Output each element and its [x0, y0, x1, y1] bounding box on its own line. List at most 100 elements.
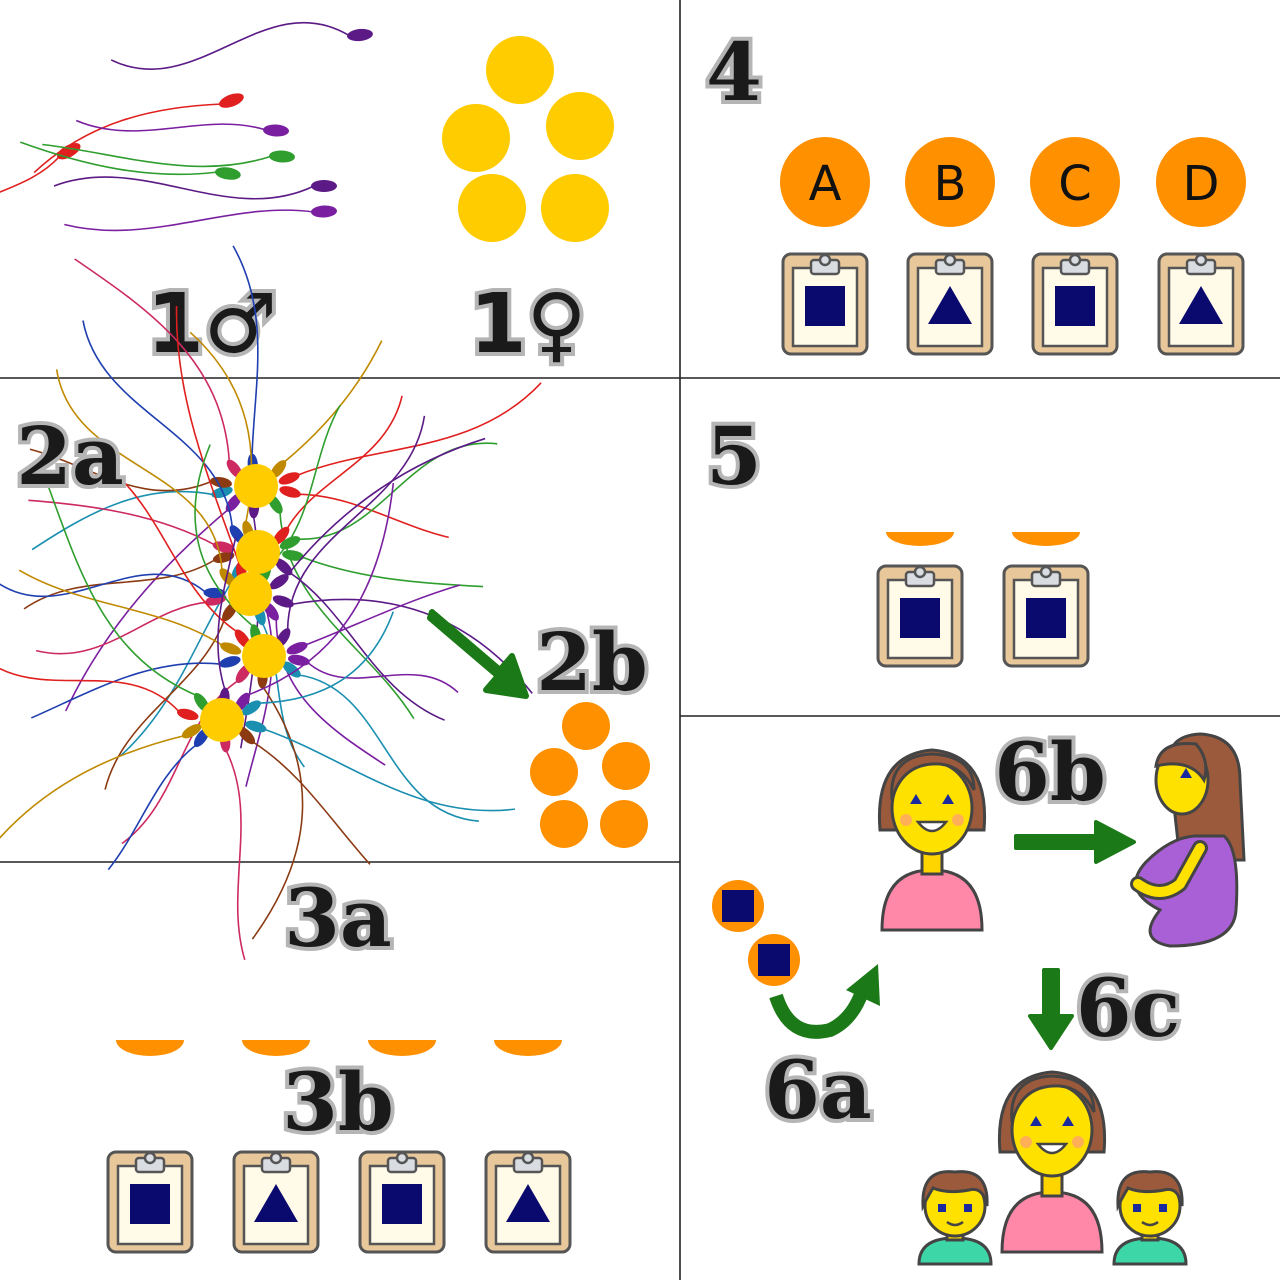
sperm-head: [311, 205, 337, 218]
panel-5: 5: [702, 405, 1090, 668]
sperm-tail: [107, 743, 198, 871]
woman-icon: [997, 1070, 1107, 1254]
fertilized-egg: [228, 572, 272, 616]
embryo: [602, 742, 650, 790]
embryo-letter: A: [809, 156, 842, 212]
sperm-tail: [298, 674, 479, 823]
sperm-head: [269, 150, 295, 163]
embryo-letter: D: [1183, 156, 1220, 212]
clipboard-icon: [781, 252, 869, 356]
sperm-head: [219, 656, 241, 668]
sperm-tail: [251, 685, 304, 940]
sperm-tail: [283, 340, 383, 464]
embryo: [530, 748, 578, 796]
sperm-tail: [286, 415, 426, 631]
sperm-cell: [53, 176, 337, 200]
sperm-tail: [19, 141, 219, 176]
sperm-tail: [279, 511, 415, 720]
boy-icon: [917, 1170, 993, 1266]
sperm-head: [219, 93, 244, 108]
sperm-cell: [55, 369, 236, 587]
sperm-tail: [64, 209, 315, 232]
sperm-tail: [306, 661, 459, 693]
square-result-icon: [900, 598, 940, 638]
selected-embryo: [886, 532, 954, 546]
sperm-tail: [0, 734, 185, 839]
woman-icon-shape: [997, 1070, 1107, 1254]
boy-icon: [1112, 1170, 1188, 1266]
step-2a-label: 2a: [16, 409, 124, 503]
sperm-head: [347, 28, 373, 42]
sperm-tail: [0, 667, 181, 713]
embryo-d: [1156, 137, 1246, 227]
square-result-icon: [382, 1184, 422, 1224]
square-result-icon: [722, 890, 754, 922]
sperm-head: [241, 700, 261, 716]
sperm-tail: [296, 382, 542, 477]
step-2b-label: 2b: [536, 615, 648, 709]
egg: [541, 174, 609, 242]
clipboard-icon: [1157, 252, 1245, 356]
arrow-icon: [1014, 820, 1136, 864]
step-3a-label: 3a: [284, 871, 392, 965]
woman-icon: [877, 748, 987, 932]
sperm-cell: [0, 667, 199, 721]
step-4-label: 4: [706, 25, 762, 119]
sperm-cell: [241, 611, 395, 716]
panel-2: 2a 2b: [0, 245, 652, 961]
sperm-tail: [110, 21, 351, 71]
sperm-cell: [269, 437, 486, 590]
sperm-cell: [287, 654, 459, 693]
sperm-tail: [289, 572, 445, 721]
female-label: 1♀: [469, 277, 586, 372]
sperm-head: [215, 167, 241, 180]
sperm-cell: [28, 499, 235, 553]
sperm-cell: [64, 205, 337, 232]
sperm-tail: [297, 442, 498, 540]
clipboard-icon: [106, 1150, 194, 1254]
sperm-tail: [217, 537, 237, 691]
sperm-cell: [19, 141, 241, 180]
sperm-head: [278, 472, 300, 485]
sperm-cell: [273, 395, 403, 545]
sperm-cell: [35, 594, 227, 655]
embryo-c: [1030, 137, 1120, 227]
sperm-head: [287, 654, 310, 666]
sperm-cell: [110, 21, 373, 71]
embryo: [600, 800, 648, 848]
sperm-head: [219, 568, 236, 587]
sperm-cell: [42, 143, 295, 168]
sperm-tail: [267, 404, 341, 568]
square-result-icon: [130, 1184, 170, 1224]
clipboard-icon: [358, 1150, 446, 1254]
sperm-head: [176, 708, 199, 721]
step-5-label: 5: [706, 409, 762, 503]
sperm-tail: [33, 103, 223, 174]
sperm-tail: [225, 749, 246, 961]
selected-embryo: [1012, 532, 1080, 546]
sperm-head: [311, 180, 337, 192]
fertilized-egg: [234, 464, 278, 508]
sperm-tail: [55, 369, 223, 571]
sperm-cell: [75, 119, 289, 137]
curved-arrow-icon: [769, 989, 869, 1039]
fertilized-egg: [236, 530, 280, 574]
sperm-tail: [53, 176, 315, 200]
square-result-icon: [1026, 598, 1066, 638]
embryo-biopsy: [242, 1040, 310, 1056]
clipboard-icon: [1031, 252, 1119, 356]
embryo-biopsy: [494, 1040, 562, 1056]
dress: [1134, 834, 1239, 948]
embryo-letter: B: [934, 156, 967, 212]
triangle-result-icon: [1179, 286, 1223, 324]
sperm-head: [245, 720, 267, 733]
sperm-tail: [246, 483, 395, 697]
sperm-cell: [282, 550, 484, 588]
sperm-tail: [285, 437, 486, 578]
sperm-tail: [31, 490, 215, 551]
curved-arrow-head: [846, 964, 880, 1006]
